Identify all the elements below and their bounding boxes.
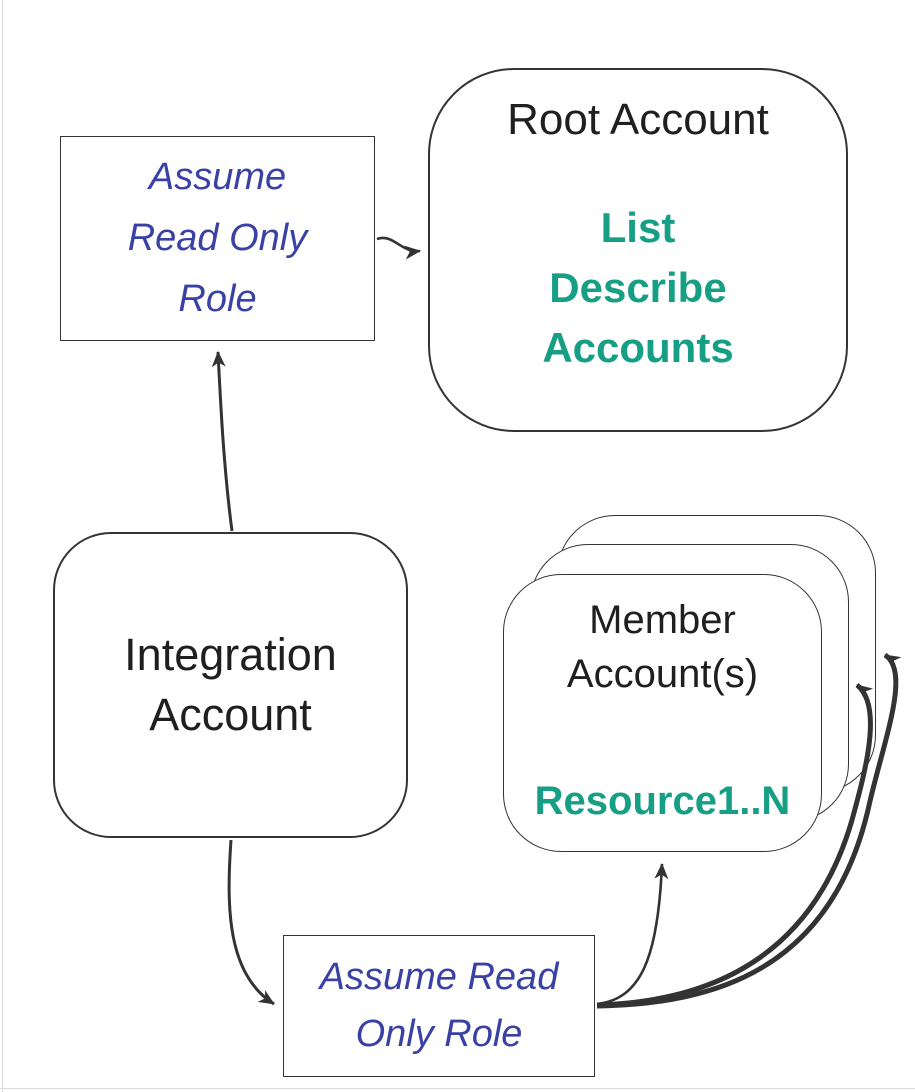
integration-account-line-1: Integration (124, 629, 337, 680)
assume-role-bottom-line-2: Only Role (355, 1013, 523, 1055)
page-edge-left (2, 0, 3, 1092)
root-action-describe: Describe (549, 264, 727, 311)
root-account-actions: List Describe Accounts (542, 198, 733, 378)
root-action-accounts: Accounts (542, 324, 734, 371)
assume-role-top-node: Assume Read Only Role (60, 136, 375, 341)
assume-role-bottom-node: Assume Read Only Role (283, 935, 595, 1077)
assume-role-top-line-3: Role (178, 278, 257, 320)
member-account-front-card: Member Account(s) Resource1..N (503, 574, 822, 852)
assume-role-top-line-1: Assume (148, 156, 287, 198)
root-account-node: Root Account List Describe Accounts (428, 68, 848, 432)
integration-account-line-2: Account (149, 689, 312, 740)
arrow-integration-to-assume-bottom (227, 839, 275, 1006)
member-account-title-line-2: Account(s) (566, 652, 759, 696)
arrow-assume-top-to-root (376, 236, 421, 260)
arrow-integration-to-assume-top (211, 351, 234, 532)
arrow-assume-bottom-to-member-front (596, 863, 669, 1006)
member-account-title-line-1: Member (589, 598, 736, 642)
page-edge-bottom (0, 1088, 915, 1089)
assume-role-top-line-2: Read Only (127, 217, 308, 259)
root-action-list: List (600, 204, 676, 251)
member-account-resources: Resource1..N (534, 779, 791, 823)
integration-account-node: Integration Account (53, 532, 408, 838)
member-account-title: Member Account(s) (567, 593, 758, 701)
root-account-title: Root Account (507, 95, 769, 144)
assume-role-bottom-line-1: Assume Read (319, 956, 559, 998)
